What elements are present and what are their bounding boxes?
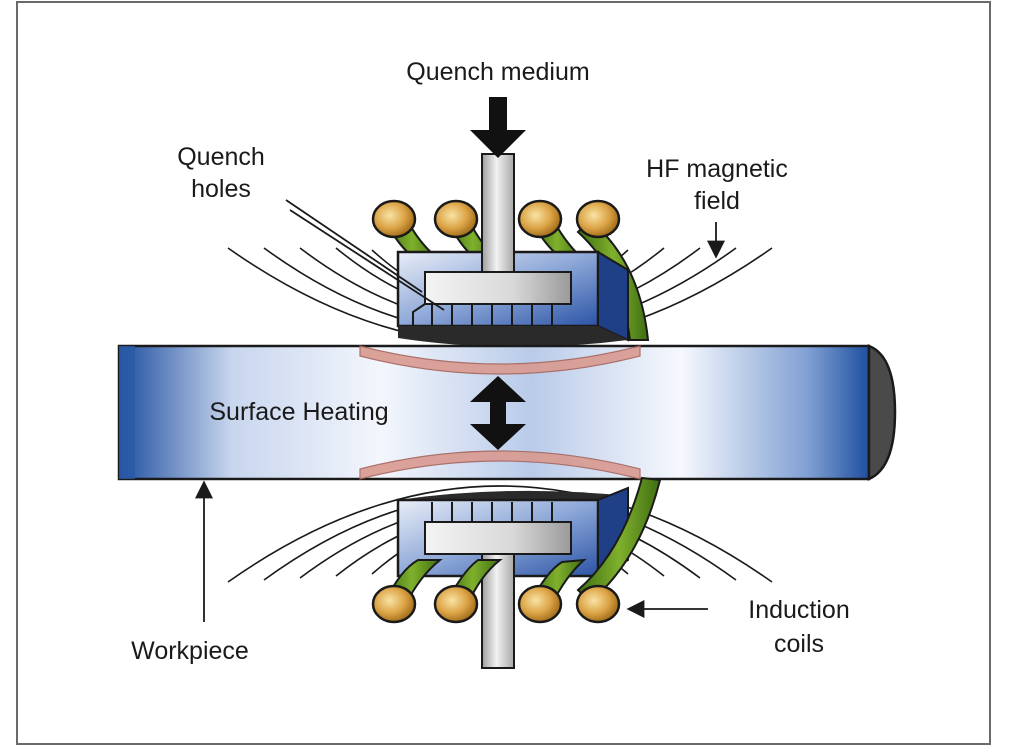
- coil-copper-end: [575, 584, 621, 624]
- label-workpiece: Workpiece: [131, 637, 249, 665]
- coil-copper-end: [371, 584, 417, 624]
- label-hf-field-line1: HF magnetic: [646, 155, 788, 183]
- quench-holes-leader: [285, 199, 423, 293]
- quench-inner-chamber: [424, 521, 572, 555]
- coil-copper-end: [433, 199, 479, 239]
- quench-holes-leader: [289, 209, 445, 311]
- quench-medium-arrow: [470, 97, 526, 158]
- label-quench-medium: Quench medium: [406, 58, 589, 86]
- label-quench-holes-line2: holes: [191, 175, 251, 203]
- label-induction-coils-line1: Induction: [748, 596, 849, 624]
- quench-inner-chamber: [424, 271, 572, 305]
- coil-tube: [576, 476, 662, 604]
- coil-copper-end: [575, 199, 621, 239]
- label-induction-coils-line2: coils: [774, 630, 824, 658]
- quench-holes-bottom: [431, 502, 553, 522]
- label-hf-field-line2: field: [694, 187, 740, 215]
- coil-copper-end: [433, 584, 479, 624]
- quench-holes-top: [431, 304, 553, 326]
- leader-lines: [195, 199, 725, 622]
- heated-zone-top: [359, 345, 641, 375]
- coil-copper-end: [517, 584, 563, 624]
- quench-face-dark: [398, 326, 628, 348]
- coil-copper-end: [371, 199, 417, 239]
- surface-heating-double-arrow: [470, 376, 526, 450]
- workpiece-end-cap: [867, 344, 897, 481]
- induction-coil-bottom: [371, 476, 662, 624]
- quench-supply-pipe-top: [481, 153, 515, 273]
- label-quench-holes-line1: Quench: [177, 143, 265, 171]
- coil-copper-end: [517, 199, 563, 239]
- label-surface-heating: Surface Heating: [209, 398, 388, 426]
- heated-zone-bottom: [359, 450, 641, 480]
